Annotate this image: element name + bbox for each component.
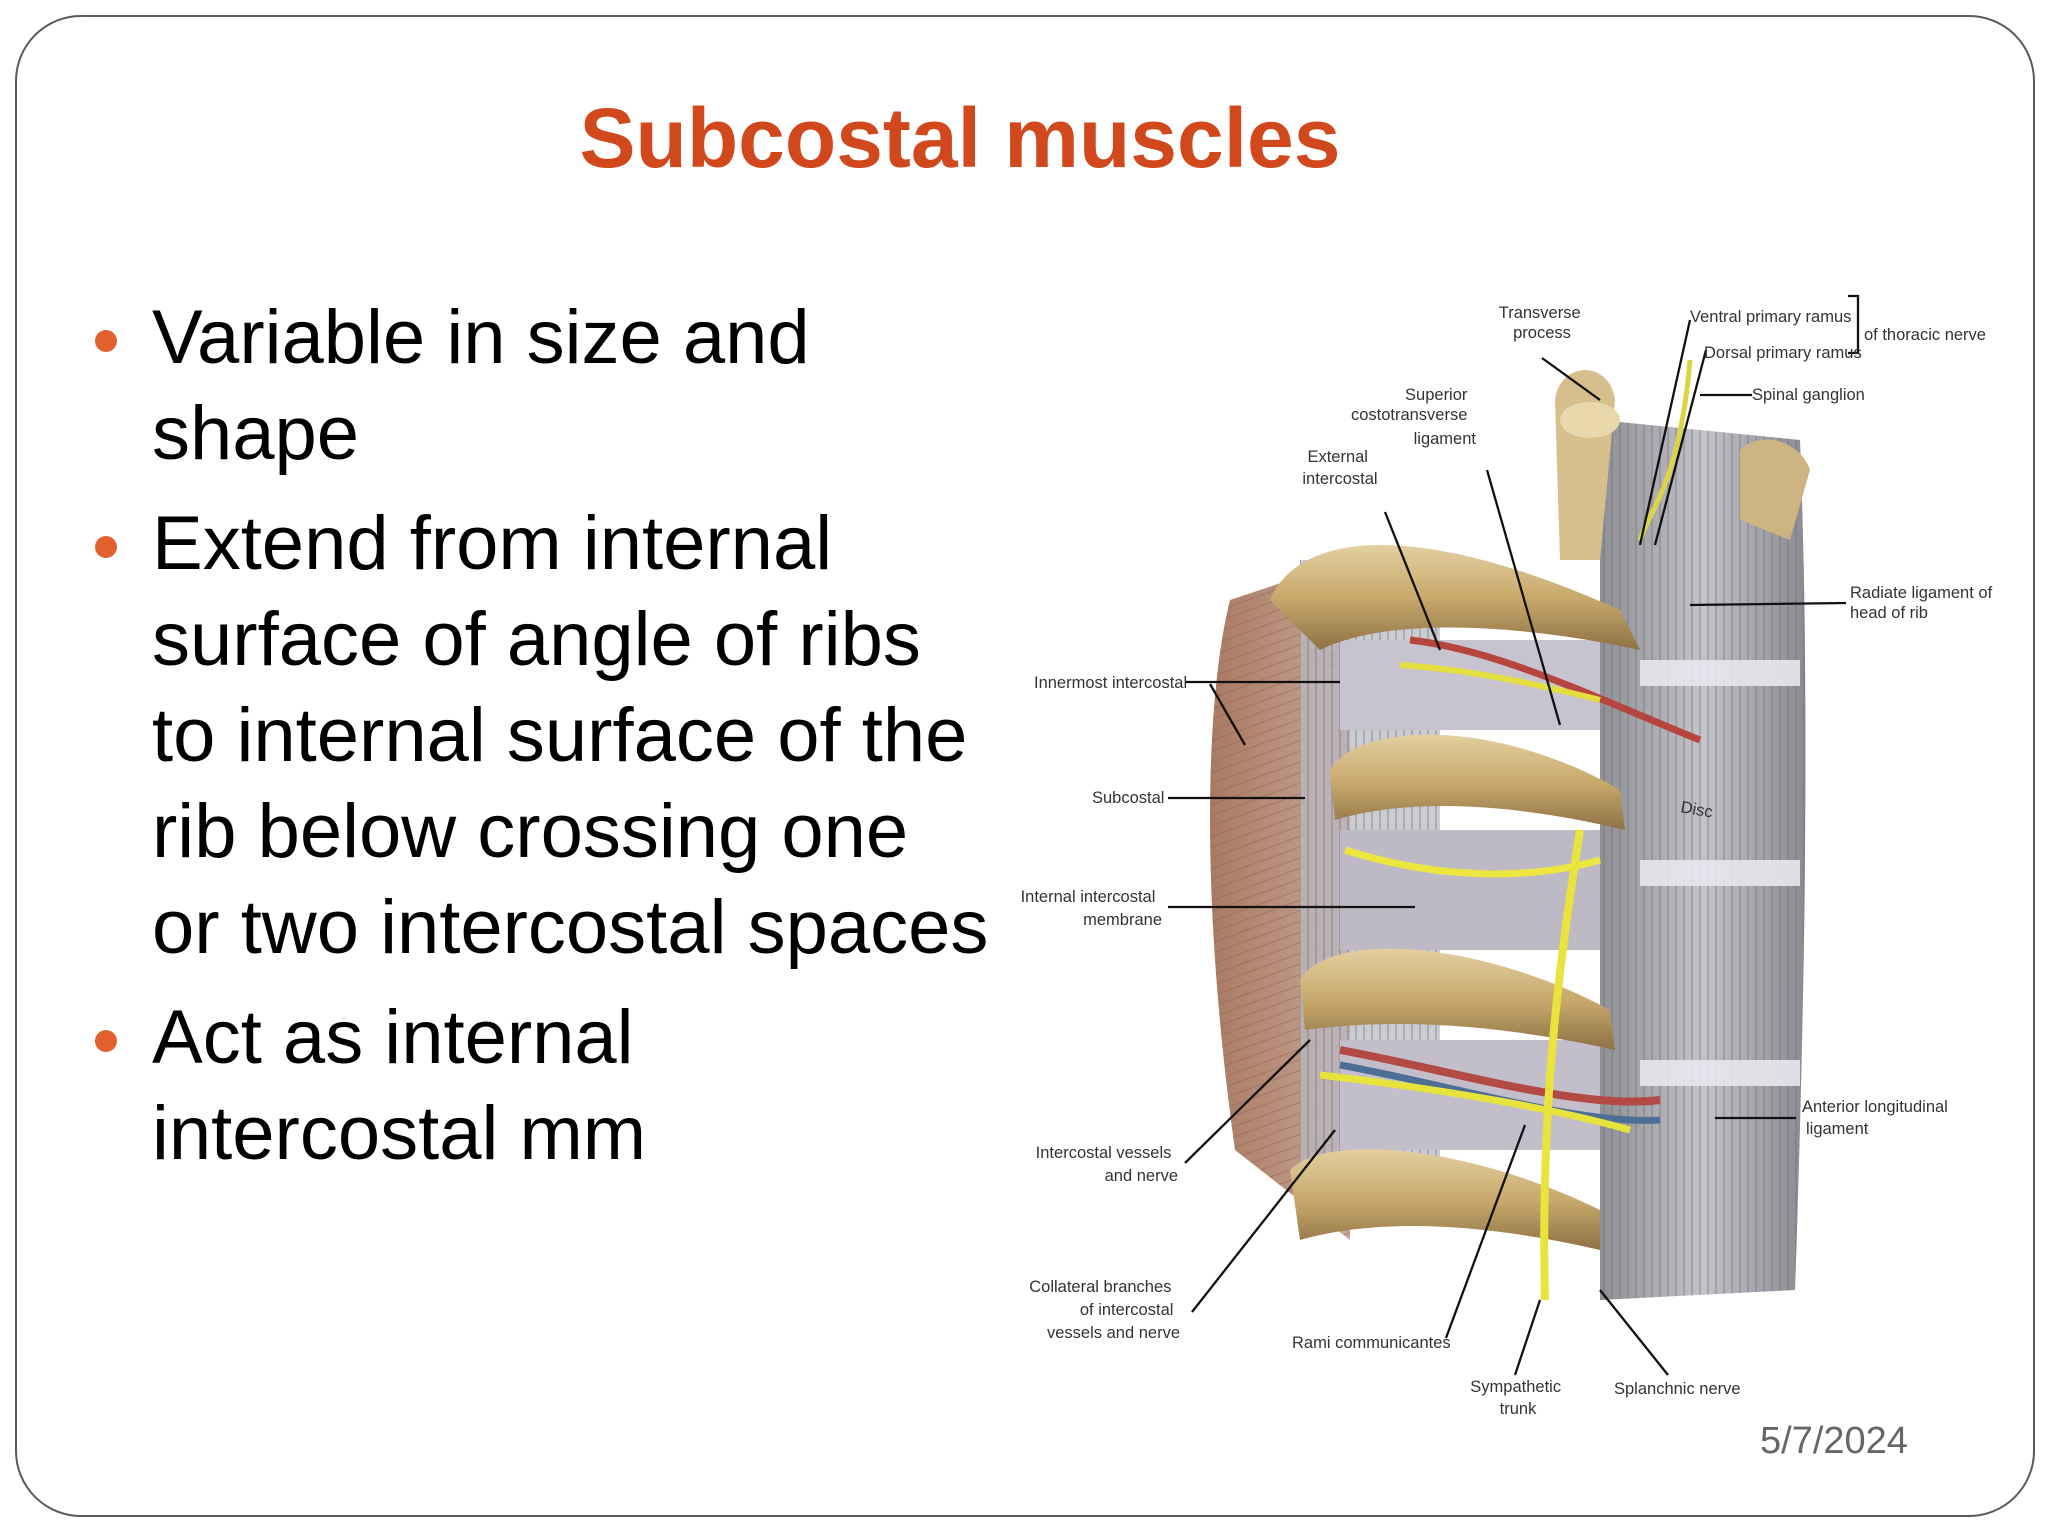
slide-date: 5/7/2024 xyxy=(1760,1420,1908,1462)
bullet-dot-icon xyxy=(95,536,117,558)
slide-title: Subcostal muscles xyxy=(579,91,1341,185)
label-rami-communicantes: Rami communicantes xyxy=(1292,1334,1451,1352)
bullet-text: Variable in size and shape xyxy=(152,295,810,476)
bullet-text: Extend from internal surface of angle of… xyxy=(152,501,989,970)
bullet-text: Act as internal intercostal mm xyxy=(152,995,647,1176)
bullet-dot-icon xyxy=(95,330,117,352)
label-disc: Disc xyxy=(1679,798,1714,821)
figure-labels: Transverse process Ventral primary ramus… xyxy=(1021,304,1997,1418)
anatomy-svg: Transverse process Ventral primary ramus… xyxy=(1021,294,1997,1418)
label-spinal-ganglion: Spinal ganglion xyxy=(1752,386,1865,404)
label-transverse-process: Transverse process xyxy=(1499,304,1586,342)
leader-lines xyxy=(1168,294,1860,1376)
anatomy-illustration: Transverse process Ventral primary ramus… xyxy=(1020,285,2030,1435)
label-intercostal-vessels-and-nerve: Intercostal vessels and nerve xyxy=(1036,1144,1178,1185)
ribs xyxy=(1270,545,1640,1250)
label-sympathetic-trunk: Sympathetic trunk xyxy=(1470,1378,1565,1418)
bullet-item: Act as internal intercostal mm xyxy=(95,990,995,1182)
label-internal-intercostal-membrane: Internal intercostal membrane xyxy=(1021,888,1162,929)
label-collateral-branches: Collateral branches of intercostal vesse… xyxy=(1029,1278,1180,1342)
bullet-list: Variable in size and shape Extend from i… xyxy=(95,290,995,1196)
vertebral-column xyxy=(1555,370,1810,1300)
label-external-intercostal: External intercostal xyxy=(1302,448,1377,488)
vessels-and-nerves xyxy=(1319,359,1702,1301)
bullet-dot-icon xyxy=(95,1030,117,1052)
label-superior-costotransverse-ligament: Superior costotransverse ligament xyxy=(1351,386,1476,448)
label-radiate-ligament: Radiate ligament of head of rib xyxy=(1850,584,1997,622)
label-ventral-primary-ramus: Ventral primary ramus xyxy=(1690,308,1851,326)
bullet-item: Extend from internal surface of angle of… xyxy=(95,496,995,976)
label-anterior-longitudinal-ligament: Anterior longitudinal ligament xyxy=(1802,1098,1952,1138)
bullet-item: Variable in size and shape xyxy=(95,290,995,482)
label-splanchnic-nerve: Splanchnic nerve xyxy=(1614,1380,1741,1398)
label-of-thoracic-nerve: of thoracic nerve xyxy=(1864,326,1986,344)
label-innermost-intercostal: Innermost intercostal xyxy=(1034,674,1187,692)
label-subcostal: Subcostal xyxy=(1092,789,1164,807)
label-dorsal-primary-ramus: Dorsal primary ramus xyxy=(1704,344,1862,362)
